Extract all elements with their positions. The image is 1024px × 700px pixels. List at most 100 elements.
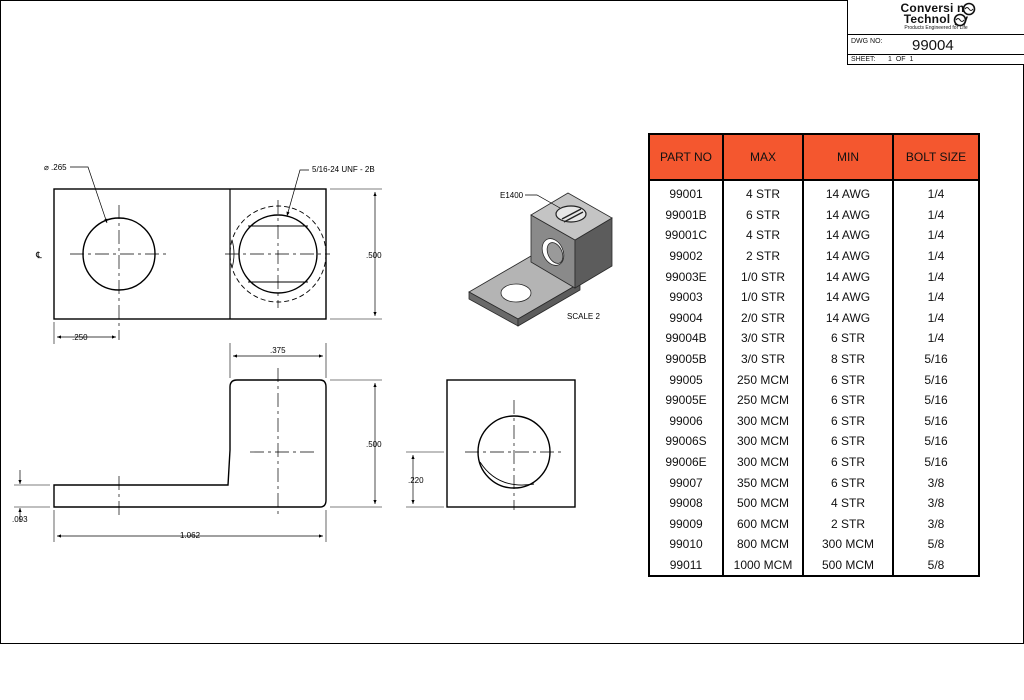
front-view [14, 343, 382, 542]
table-header-row: PART NO MAX MIN BOLT SIZE [648, 133, 980, 181]
cell-part-no: 99009 [648, 513, 724, 535]
cell-bolt-size: 5/16 [892, 369, 980, 390]
thickness-label: .093 [12, 515, 28, 524]
cell-bolt-size: 5/16 [892, 389, 980, 411]
cell-part-no: 99010 [648, 534, 724, 555]
cell-part-no: 99006 [648, 410, 724, 432]
cell-part-no: 99008 [648, 492, 724, 514]
company-logo: Conversi ns Technol gy Products Engineer… [848, 0, 1024, 35]
cell-max: 3/0 STR [722, 348, 804, 370]
cell-bolt-size: 1/4 [892, 225, 980, 246]
cell-bolt-size: 3/8 [892, 513, 980, 535]
cell-max: 300 MCM [722, 410, 804, 432]
cell-max: 1/0 STR [722, 286, 804, 308]
cell-min: 14 AWG [802, 225, 894, 246]
thread-label: 5/16-24 UNF - 2B [312, 165, 375, 174]
side-view-outline [446, 379, 576, 508]
dwg-no-value: 99004 [912, 37, 954, 54]
cell-bolt-size: 5/16 [892, 410, 980, 432]
cell-max: 1/0 STR [722, 266, 804, 287]
cell-min: 8 STR [802, 348, 894, 370]
cell-part-no: 99004 [648, 307, 724, 329]
thread-leader [286, 169, 309, 217]
cell-bolt-size: 5/16 [892, 431, 980, 452]
front-height-label: .500 [366, 440, 382, 449]
cell-bolt-size: 1/4 [892, 204, 980, 226]
cell-part-no: 99001C [648, 225, 724, 246]
cell-part-no: 99011 [648, 554, 724, 577]
sheet-value: 1 OF 1 [888, 56, 914, 63]
overall-length-label: 1.062 [180, 531, 201, 540]
cell-part-no: 99005B [648, 348, 724, 370]
cell-min: 6 STR [802, 431, 894, 452]
header-bolt-size: BOLT SIZE [892, 133, 980, 181]
cell-min: 500 MCM [802, 554, 894, 577]
cell-part-no: 99001B [648, 204, 724, 226]
header-max: MAX [722, 133, 804, 181]
hole-center-label: .220 [408, 476, 424, 485]
logo-tagline: Products Engineered for Life [904, 25, 968, 31]
cell-bolt-size: 5/16 [892, 451, 980, 473]
cell-part-no: 99006S [648, 431, 724, 452]
cell-part-no: 99007 [648, 472, 724, 493]
cell-bolt-size: 3/8 [892, 492, 980, 514]
dwg-no-label: DWG NO: [851, 38, 883, 45]
cell-min: 14 AWG [802, 245, 894, 267]
logo-line-2: Technol gy [903, 12, 969, 26]
logo-line-1: Conversi ns [900, 1, 972, 15]
cell-min: 2 STR [802, 513, 894, 535]
cell-max: 300 MCM [722, 451, 804, 473]
cell-min: 6 STR [802, 328, 894, 349]
cell-part-no: 99004B [648, 328, 724, 349]
front-view-outline [53, 379, 327, 508]
header-part-no: PART NO [648, 133, 724, 181]
side-view [406, 379, 576, 510]
cell-max: 2 STR [722, 245, 804, 267]
cell-min: 14 AWG [802, 286, 894, 308]
cell-bolt-size: 1/4 [892, 307, 980, 329]
cell-min: 6 STR [802, 410, 894, 432]
cell-max: 250 MCM [722, 389, 804, 411]
cell-max: 1000 MCM [722, 554, 804, 577]
cell-part-no: 99002 [648, 245, 724, 267]
cell-part-no: 99005 [648, 369, 724, 390]
cell-bolt-size: 3/8 [892, 472, 980, 493]
top-view-hole [82, 217, 156, 291]
cell-min: 6 STR [802, 389, 894, 411]
cell-min: 6 STR [802, 451, 894, 473]
tab-offset-label: .250 [72, 333, 88, 342]
title-block: Conversi ns Technol gy Products Engineer… [847, 0, 1024, 65]
cell-max: 350 MCM [722, 472, 804, 493]
cell-min: 14 AWG [802, 204, 894, 226]
cell-bolt-size: 1/4 [892, 286, 980, 308]
sheet-row: SHEET: 1 OF 1 [848, 55, 1024, 64]
cell-part-no: 99005E [648, 389, 724, 411]
cell-max: 4 STR [722, 225, 804, 246]
iso-scale-label: SCALE 2 [567, 312, 600, 321]
cell-max: 3/0 STR [722, 328, 804, 349]
cell-bolt-size: 1/4 [892, 245, 980, 267]
top-height-label: .500 [366, 251, 382, 260]
cell-bolt-size: 1/4 [892, 180, 980, 205]
cell-min: 14 AWG [802, 307, 894, 329]
hole-dia-leader [70, 166, 108, 224]
cell-part-no: 99001 [648, 180, 724, 205]
iso-base-hole [500, 283, 532, 303]
cell-min: 6 STR [802, 369, 894, 390]
cell-bolt-size: 5/16 [892, 348, 980, 370]
